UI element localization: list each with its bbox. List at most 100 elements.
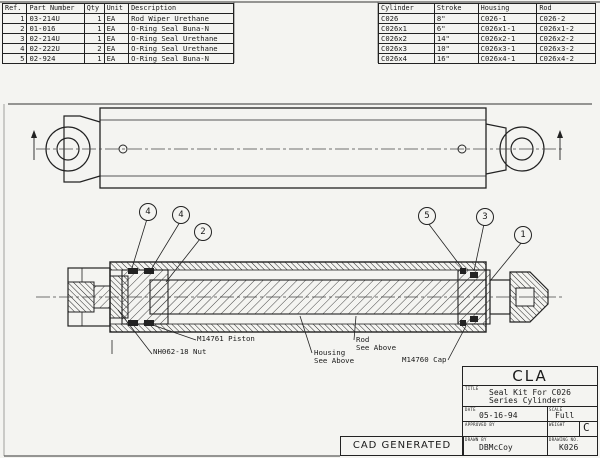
cell-ref: 2 — [1, 23, 28, 34]
label-rod-1: Rod — [356, 335, 370, 344]
divider — [547, 437, 548, 455]
callout-2: 2 — [194, 223, 212, 241]
cell-stroke: 14" — [433, 33, 479, 44]
divider — [547, 407, 548, 421]
cell-part-number: 02-222U — [26, 43, 85, 54]
cell-rod: C026x1-2 — [536, 23, 596, 34]
cell-ref: 3 — [1, 33, 28, 44]
table-row: 1 03-214U 1 EA Rod Wiper Urethane — [1, 13, 234, 24]
cell-description: O-Ring Seal Urethane — [128, 43, 234, 54]
cell-description: O-Ring Seal Urethane — [128, 33, 234, 44]
drawn-row: DRAWN BY DBMcCoy DRAWING NO. K026 — [463, 437, 597, 455]
cell-stroke: 16" — [433, 53, 479, 64]
cell-description: O-Ring Seal Buna-N — [128, 23, 234, 34]
table-row: C026x1 6" C026x1-1 C026x1-2 — [378, 23, 596, 34]
table-row: C026x2 14" C026x2-1 C026x2-2 — [378, 33, 596, 44]
col-stroke: Stroke — [433, 3, 479, 14]
cell-ref: 4 — [1, 43, 28, 54]
callout-4-left: 4 — [139, 203, 157, 221]
cell-qty: 1 — [83, 53, 105, 64]
col-qty: Qty — [83, 3, 105, 14]
drawn-caption: DRAWN BY — [465, 437, 487, 442]
cell-stroke: 10" — [433, 43, 479, 54]
cell-part-number: 02-214U — [26, 33, 85, 44]
cell-part-number: 03-214U — [26, 13, 85, 24]
cell-ref: 5 — [1, 53, 28, 64]
callout-4-right: 4 — [172, 206, 190, 224]
cell-housing: C026-1 — [477, 13, 538, 24]
callout-1: 1 — [514, 226, 532, 244]
drawing-title-1: Seal Kit For C026 — [489, 388, 571, 397]
cell-description: O-Ring Seal Buna-N — [128, 53, 234, 64]
label-nut: NH062-18 Nut — [153, 347, 207, 356]
drawn-by: DBMcCoy — [479, 443, 513, 452]
cell-qty: 1 — [83, 33, 105, 44]
col-cylinder: Cylinder — [378, 3, 435, 14]
company-name: CLA — [463, 367, 597, 386]
cell-unit: EA — [103, 13, 130, 24]
revision-letter: C — [583, 421, 590, 434]
title-caption: TITLE — [465, 386, 479, 391]
col-housing: Housing — [477, 3, 538, 14]
cell-rod: C026x3-2 — [536, 43, 596, 54]
parts-table: Ref. Part Number Qty Unit Description 1 … — [1, 3, 234, 64]
cell-qty: 2 — [83, 43, 105, 54]
cell-unit: EA — [103, 53, 130, 64]
cell-qty: 1 — [83, 23, 105, 34]
sizes-header-row: Cylinder Stroke Housing Rod — [378, 3, 596, 14]
cell-part-number: 01-016 — [26, 23, 85, 34]
label-rod-2: See Above — [356, 343, 397, 352]
drawing-number: K026 — [559, 443, 579, 452]
cell-unit: EA — [103, 43, 130, 54]
col-part-number: Part Number — [26, 3, 85, 14]
cell-ref: 1 — [1, 13, 28, 24]
cell-rod: C026x4-2 — [536, 53, 596, 64]
col-ref: Ref. — [1, 3, 28, 14]
drawing-date: 05-16-94 — [479, 411, 518, 420]
callout-3: 3 — [476, 208, 494, 226]
label-cap: M14760 Cap — [402, 355, 447, 364]
drawing-no-caption: DRAWING NO. — [549, 437, 579, 442]
cell-unit: EA — [103, 33, 130, 44]
title-cell: TITLE Seal Kit For C026 Series Cylinders — [463, 386, 597, 407]
cell-cylinder: C026 — [378, 13, 435, 24]
cell-part-number: 02-924 — [26, 53, 85, 64]
cell-stroke: 6" — [433, 23, 479, 34]
cell-qty: 1 — [83, 13, 105, 24]
cell-cylinder: C026x3 — [378, 43, 435, 54]
approval-row: APPROVED BY WEIGHT C — [463, 422, 597, 437]
date-scale-row: DATE 05-16-94 SCALE Full — [463, 407, 597, 422]
divider — [579, 422, 580, 436]
col-description: Description — [128, 3, 234, 14]
table-row: C026x4 16" C026x4-1 C026x4-2 — [378, 53, 596, 64]
label-housing-1: Housing — [314, 348, 346, 357]
cell-description: Rod Wiper Urethane — [128, 13, 234, 24]
label-housing-2: See Above — [314, 356, 355, 365]
cell-unit: EA — [103, 23, 130, 34]
col-rod: Rod — [536, 3, 596, 14]
divider — [547, 422, 548, 436]
cell-housing: C026x4-1 — [477, 53, 538, 64]
cylinder-sizes-table: Cylinder Stroke Housing Rod C026 8" C026… — [378, 3, 596, 64]
cell-cylinder: C026x4 — [378, 53, 435, 64]
table-row: 5 02-924 1 EA O-Ring Seal Buna-N — [1, 53, 234, 64]
cell-cylinder: C026x1 — [378, 23, 435, 34]
label-piston: M14761 Piston — [197, 334, 255, 343]
parts-header-row: Ref. Part Number Qty Unit Description — [1, 3, 234, 14]
callout-5: 5 — [418, 207, 436, 225]
title-block: CLA TITLE Seal Kit For C026 Series Cylin… — [462, 366, 598, 456]
table-row: 3 02-214U 1 EA O-Ring Seal Urethane — [1, 33, 234, 44]
table-row: 2 01-016 1 EA O-Ring Seal Buna-N — [1, 23, 234, 34]
cell-rod: C026x2-2 — [536, 33, 596, 44]
date-caption: DATE — [465, 407, 476, 412]
table-row: C026 8" C026-1 C026-2 — [378, 13, 596, 24]
cad-generated-stamp: CAD GENERATED — [340, 436, 464, 456]
weight-caption: WEIGHT — [549, 422, 566, 427]
cell-stroke: 8" — [433, 13, 479, 24]
drawing-title-2: Series Cylinders — [489, 396, 567, 405]
cell-housing: C026x3-1 — [477, 43, 538, 54]
scale-caption: SCALE — [549, 407, 563, 412]
table-row: C026x3 10" C026x3-1 C026x3-2 — [378, 43, 596, 54]
